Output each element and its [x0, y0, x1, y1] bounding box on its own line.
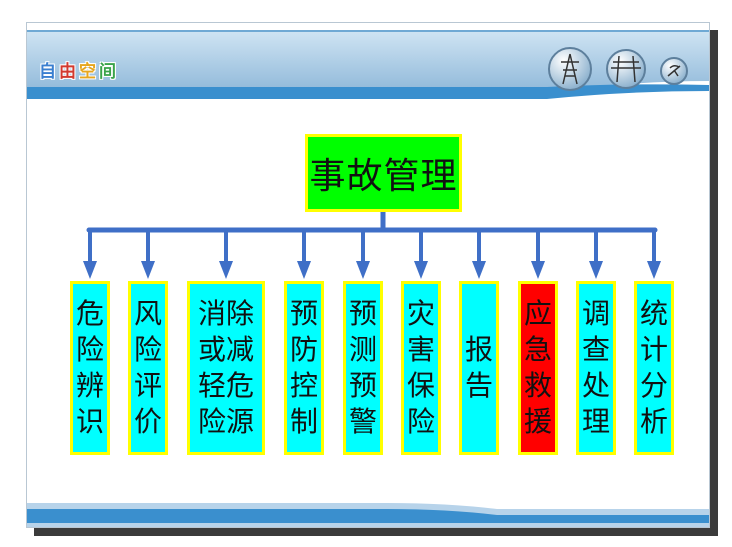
child-node-eliminate-hazard-source: 消除 或减 轻危 险源 [187, 281, 265, 455]
logo-char: 间 [99, 62, 116, 82]
arrowhead [472, 261, 486, 279]
logo: 自 由 空 间 [39, 57, 116, 82]
child-label: 风 险 评 价 [133, 297, 162, 438]
arrowhead [589, 261, 603, 279]
footer-bar [27, 503, 709, 527]
child-label: 危 险 辨 识 [75, 297, 104, 438]
arrowhead [647, 261, 661, 279]
connector-lines [83, 211, 661, 279]
slide: 自 由 空 间 事故管理 危 险 辨 识 风 险 评 价 消除 或减 轻危 [26, 22, 710, 528]
arrowhead [141, 261, 155, 279]
transmission-tower-icon [548, 47, 592, 91]
child-label: 预 防 控 制 [289, 297, 318, 438]
child-node-statistical-analysis: 统 计 分 析 [634, 281, 674, 455]
arrowhead [356, 261, 370, 279]
arrowhead [219, 261, 233, 279]
arrowhead [297, 261, 311, 279]
arrowhead [414, 261, 428, 279]
arrowhead [531, 261, 545, 279]
child-label: 统 计 分 析 [639, 297, 668, 438]
child-node-emergency-rescue: 应 急 救 援 [518, 281, 558, 455]
arrowhead [83, 261, 97, 279]
child-label: 报 告 [464, 333, 493, 402]
logo-char: 由 [59, 62, 76, 82]
root-label: 事故管理 [309, 156, 458, 197]
child-label: 预 测 预 警 [348, 297, 377, 438]
child-node-forecast-warning: 预 测 预 警 [343, 281, 383, 455]
logo-char: 空 [79, 62, 96, 82]
child-node-investigation: 调 查 处 理 [576, 281, 616, 455]
power-lines-icon [606, 49, 646, 89]
connector-arrows [83, 230, 661, 279]
header-bar [27, 23, 709, 103]
child-node-risk-assessment: 风 险 评 价 [128, 281, 168, 455]
logo-char: 自 [39, 62, 56, 82]
root-node: 事故管理 [305, 134, 462, 212]
child-node-prevention-control: 预 防 控 制 [284, 281, 324, 455]
child-node-disaster-insurance: 灾 害 保 险 [401, 281, 441, 455]
child-node-report: 报 告 [459, 281, 499, 455]
child-label: 消除 或减 轻危 险源 [197, 297, 254, 438]
child-label: 调 查 处 理 [581, 297, 610, 438]
satellite-dish-icon [660, 57, 688, 85]
child-label: 应 急 救 援 [523, 297, 552, 438]
child-label: 灾 害 保 险 [406, 297, 435, 438]
child-node-hazard-identification: 危 险 辨 识 [70, 281, 110, 455]
